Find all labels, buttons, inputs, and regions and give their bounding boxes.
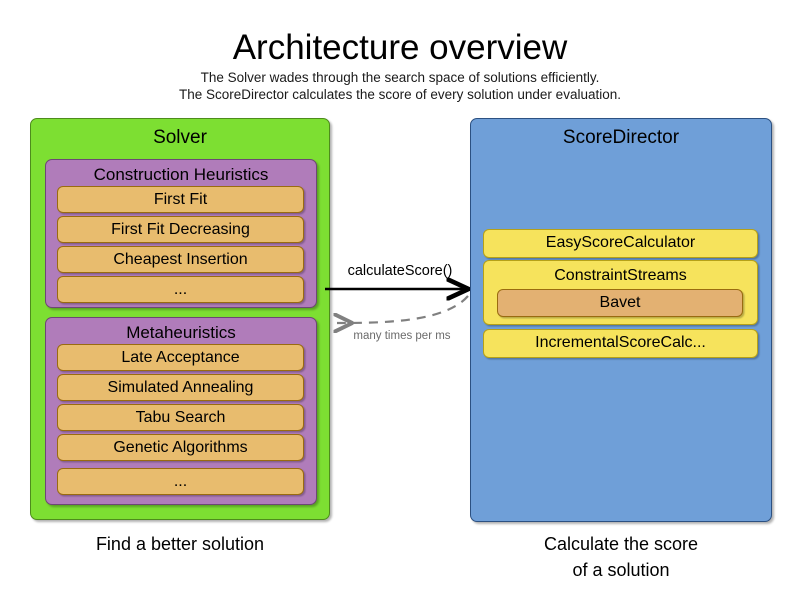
constraint-streams-label: ConstraintStreams	[554, 267, 687, 284]
easy-score-calculator-item[interactable]: EasyScoreCalculator	[483, 229, 758, 258]
dashed-left-arrow-icon	[337, 295, 469, 323]
list-item[interactable]: ...	[57, 276, 304, 303]
list-item[interactable]: Tabu Search	[57, 404, 304, 431]
score-director-caption-line-1: Calculate the score	[543, 534, 699, 554]
list-item[interactable]: Genetic Algorithms	[57, 434, 304, 461]
constraint-streams-item[interactable]: ConstraintStreams Bavet	[483, 260, 758, 325]
subtitle-line-2: The ScoreDirector calculates the score o…	[179, 87, 621, 102]
score-director-panel-title: ScoreDirector	[562, 127, 680, 148]
page-title: Architecture overview	[232, 28, 568, 67]
score-director-caption: Calculate the score of a solution	[470, 531, 772, 583]
list-item[interactable]: First Fit	[57, 186, 304, 213]
solver-panel-title: Solver	[153, 127, 207, 148]
list-item[interactable]: ...	[57, 468, 304, 495]
metaheuristics-title: Metaheuristics	[126, 323, 236, 342]
list-item[interactable]: Cheapest Insertion	[57, 246, 304, 273]
construction-heuristics-title: Construction Heuristics	[93, 165, 269, 184]
solver-panel[interactable]: Solver Construction Heuristics First Fit…	[30, 118, 330, 520]
list-item[interactable]: First Fit Decreasing	[57, 216, 304, 243]
list-item[interactable]: Simulated Annealing	[57, 374, 304, 401]
calculate-score-label: calculateScore()	[347, 263, 453, 279]
solver-caption: Find a better solution	[95, 534, 265, 554]
connector-arrows: calculateScore() many times per ms	[325, 262, 485, 352]
list-item[interactable]: Late Acceptance	[57, 344, 304, 371]
many-times-per-ms-label: many times per ms	[353, 330, 451, 342]
bavet-item[interactable]: Bavet	[497, 289, 743, 317]
page-subtitle: The Solver wades through the search spac…	[0, 69, 800, 103]
score-director-panel[interactable]: ScoreDirector EasyScoreCalculator Constr…	[470, 118, 772, 522]
arrow-graphics	[325, 262, 485, 352]
score-director-caption-line-2: of a solution	[572, 560, 670, 580]
construction-heuristics-group[interactable]: Construction Heuristics First Fit First …	[45, 159, 317, 308]
incremental-score-calculator-item[interactable]: IncrementalScoreCalc...	[483, 329, 758, 358]
metaheuristics-group[interactable]: Metaheuristics Late Acceptance Simulated…	[45, 317, 317, 505]
subtitle-line-1: The Solver wades through the search spac…	[200, 70, 600, 85]
